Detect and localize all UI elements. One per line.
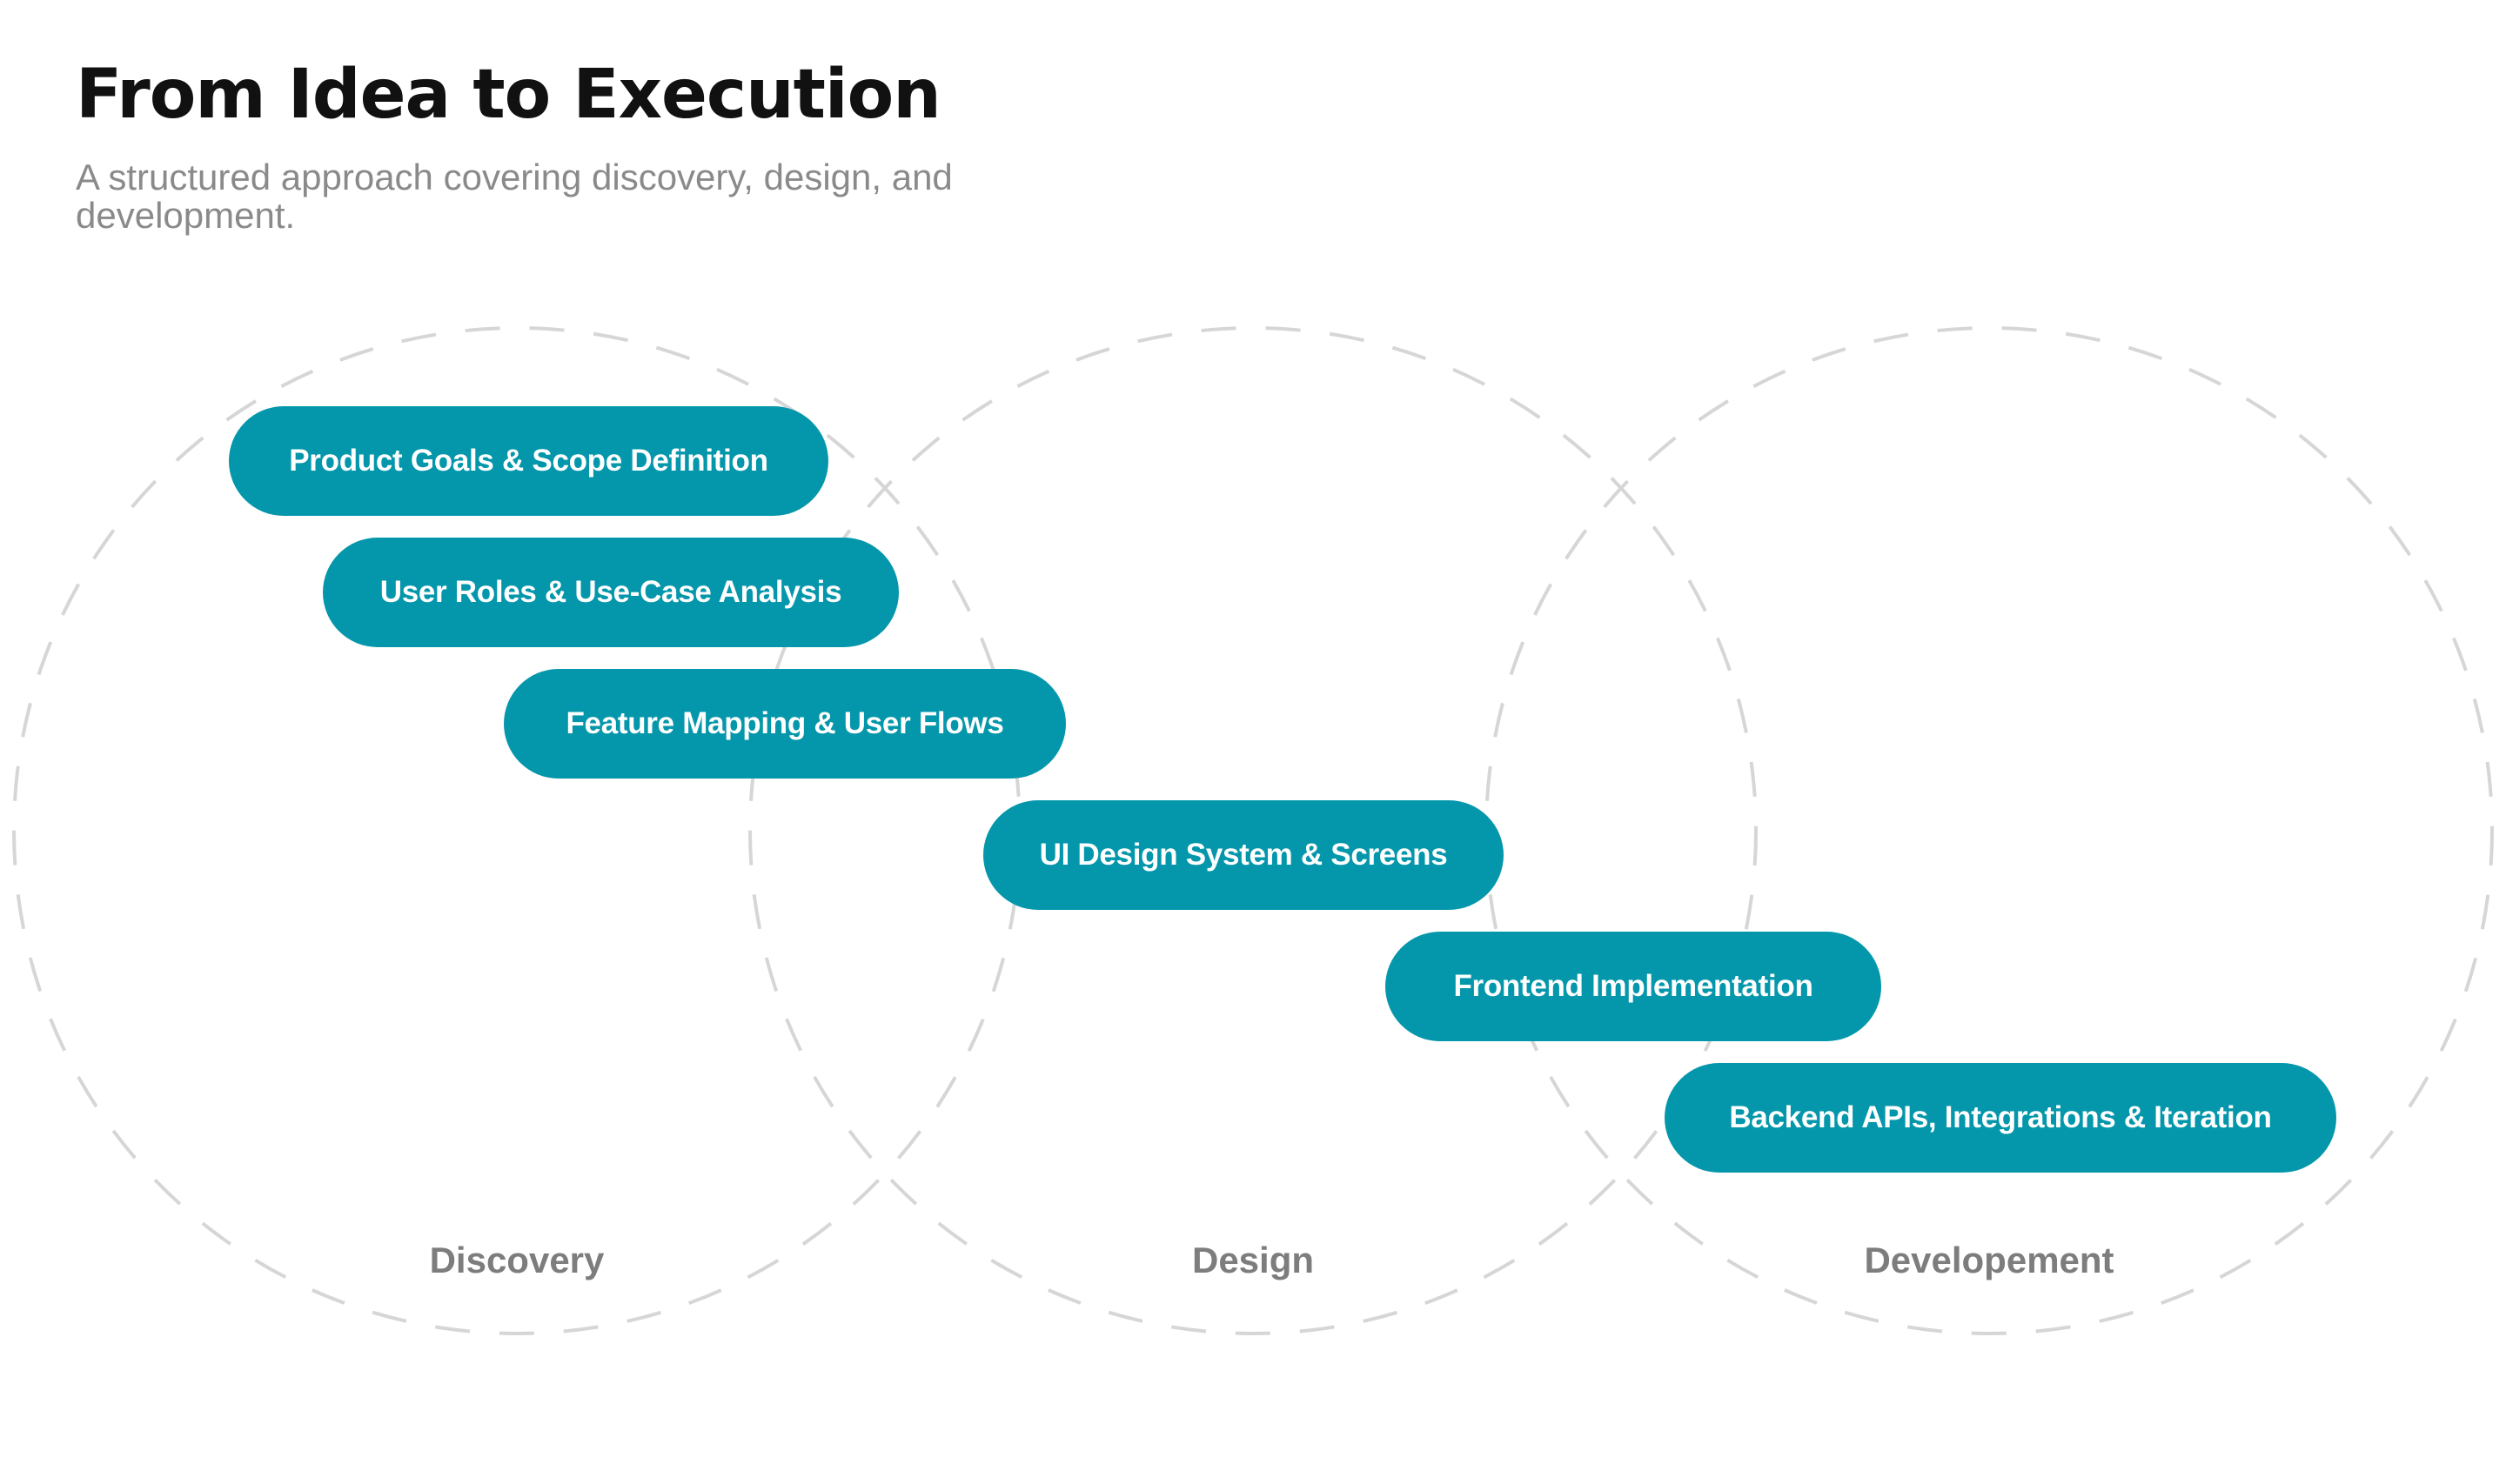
page-subtitle: A structured approach covering discovery… [76,157,953,236]
step-user-roles: User Roles & Use-Case Analysis [323,538,899,647]
step-frontend-implementation: Frontend Implementation [1385,932,1881,1041]
step-feature-mapping: Feature Mapping & User Flows [504,669,1066,779]
step-product-goals: Product Goals & Scope Definition [229,406,828,516]
step-ui-design-system: UI Design System & Screens [983,800,1504,910]
page-title: From Idea to Execution [76,56,941,134]
phase-label-development: Developement [1864,1240,2114,1280]
phase-label-design: Design [1191,1240,1315,1280]
development-circle [1484,326,2494,1335]
phase-label-discovery: Discovery [429,1240,605,1280]
design-circle [748,326,1758,1335]
step-backend-apis: Backend APIs, Integrations & Iteration [1665,1063,2336,1173]
